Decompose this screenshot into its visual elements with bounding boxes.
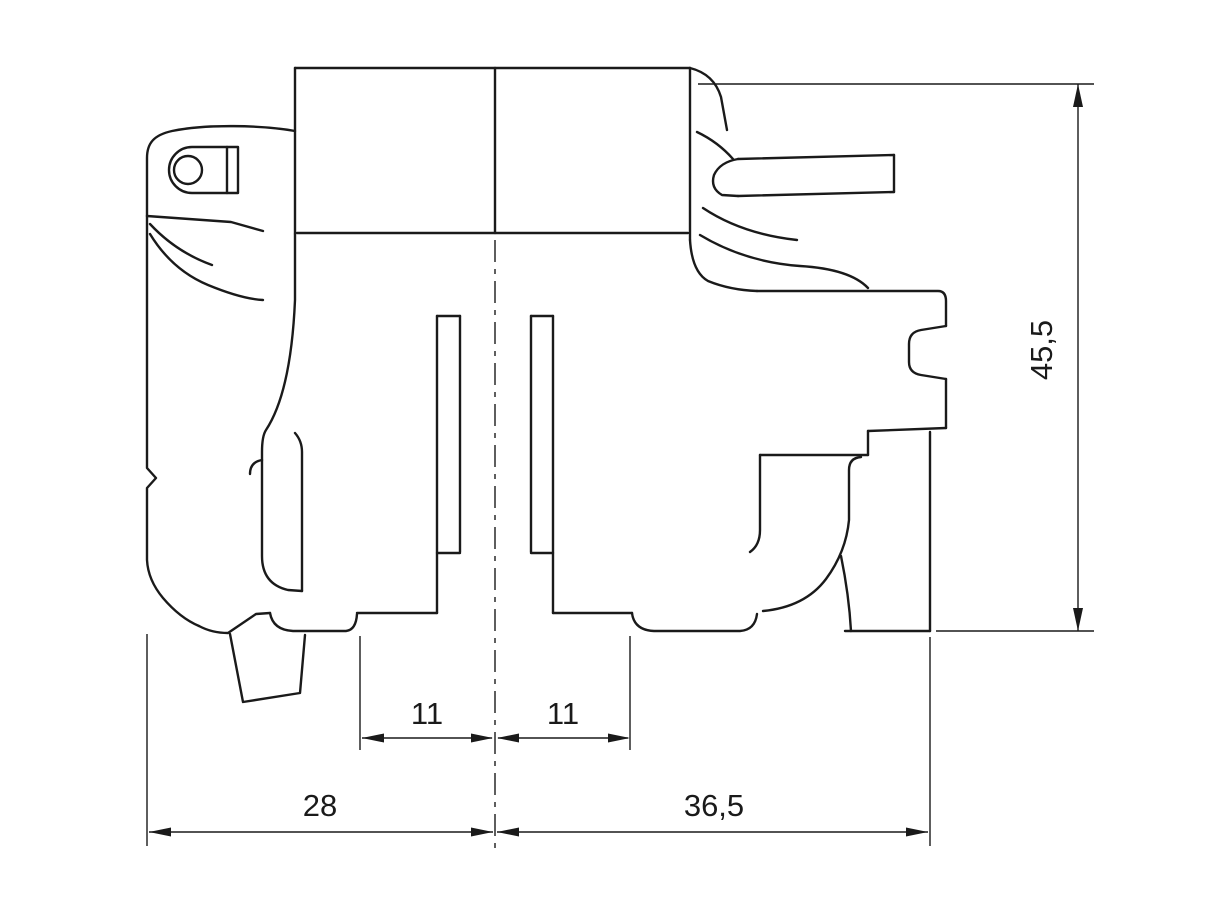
bar-bottom bbox=[736, 190, 896, 198]
cavity-left-hook bbox=[248, 458, 264, 476]
bar-top bbox=[736, 153, 896, 161]
arrow-height-bottom bbox=[1073, 608, 1083, 631]
right-lower-arc bbox=[761, 455, 863, 613]
right-step-horizontal bbox=[866, 426, 948, 433]
ear-bottom bbox=[145, 214, 265, 233]
right-pad bbox=[630, 611, 759, 633]
arrow-11L-left bbox=[362, 733, 384, 743]
cavity-left-pocket bbox=[293, 431, 304, 593]
right-top-edge bbox=[755, 289, 948, 328]
cavity-upper-curve-1 bbox=[148, 232, 265, 302]
right-lower-edge bbox=[839, 554, 853, 633]
cavity-upper-curve-2 bbox=[148, 222, 214, 267]
right-notch bbox=[907, 324, 948, 381]
dim-left-width-label: 28 bbox=[303, 788, 337, 823]
cap-top-curve bbox=[688, 66, 729, 132]
dim-right-width-label: 36,5 bbox=[684, 788, 744, 823]
cavity-left-wall bbox=[260, 232, 304, 593]
dim-slot-right-label: 11 bbox=[547, 696, 579, 731]
left-pad bbox=[268, 611, 359, 633]
dimension-annotations: 45,5 11 11 28 36,5 bbox=[146, 83, 1094, 846]
lever-curve-upper bbox=[695, 130, 735, 161]
ear-slot bbox=[167, 145, 240, 195]
right-inner-wall bbox=[748, 453, 762, 554]
left-outer-edge bbox=[145, 214, 201, 628]
left-tab bbox=[228, 632, 307, 704]
arrow-365-left bbox=[497, 827, 519, 837]
bar-left-end bbox=[711, 157, 740, 198]
lever-curve-lower bbox=[698, 233, 870, 290]
arrow-28-left bbox=[149, 827, 171, 837]
arrow-11R-left bbox=[497, 733, 519, 743]
dim-overall-height-label: 45,5 bbox=[1024, 320, 1059, 380]
arrow-11R-right bbox=[608, 733, 630, 743]
arrow-28-right bbox=[471, 827, 493, 837]
right-fillet bbox=[688, 238, 759, 293]
arrow-11L-right bbox=[471, 733, 493, 743]
part-outline bbox=[145, 66, 948, 704]
arrow-365-right bbox=[906, 827, 928, 837]
dim-slot-left-label: 11 bbox=[411, 696, 443, 731]
ear-slot-pin bbox=[172, 154, 204, 186]
left-foot-edge bbox=[197, 611, 272, 635]
lever-curve-mid bbox=[701, 206, 799, 242]
ear-outer bbox=[145, 124, 297, 218]
arrow-height-top bbox=[1073, 84, 1083, 107]
